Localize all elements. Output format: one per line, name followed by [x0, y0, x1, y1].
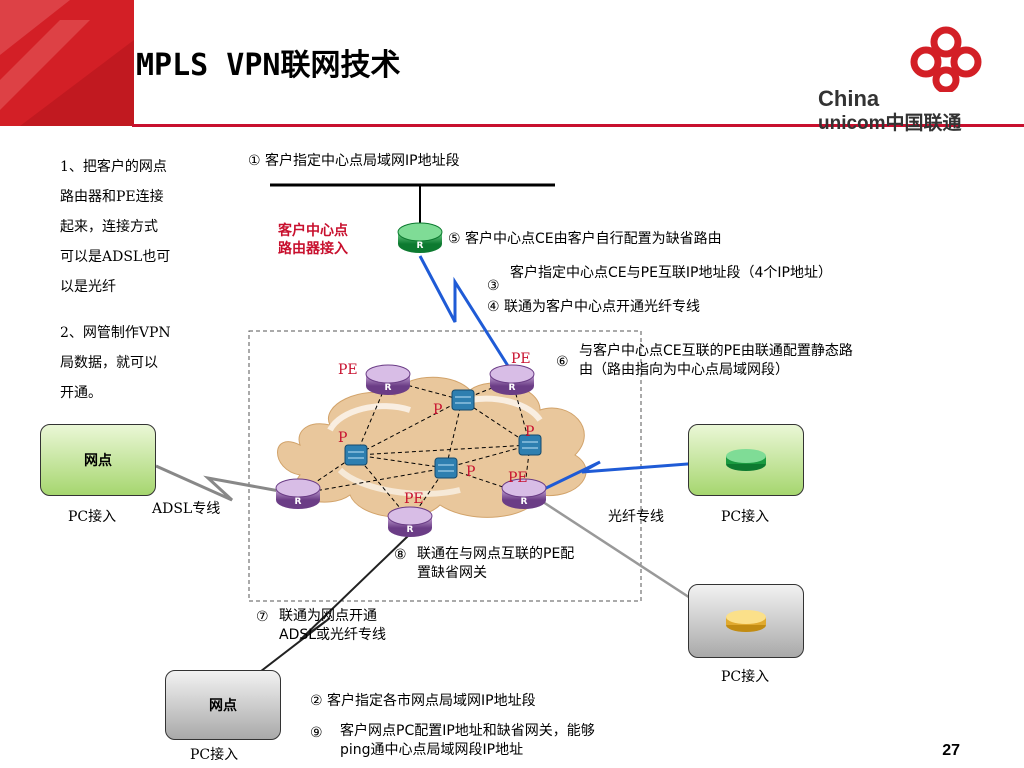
fiber-right-link — [541, 458, 741, 492]
router-icon — [726, 610, 766, 632]
p-router-icon — [434, 457, 458, 479]
site-right-top — [688, 424, 804, 496]
svg-text:R: R — [407, 525, 414, 535]
step-4: ④ 联通为客户中心点开通光纤专线 — [487, 299, 701, 315]
adsl-label: ADSL专线 — [152, 501, 221, 517]
note-line: 以是光纤 — [60, 279, 116, 295]
center-router-label-line: 路由器接入 — [278, 241, 348, 257]
center-ce-router-icon: R — [397, 222, 443, 253]
svg-text:R: R — [521, 497, 528, 507]
step-8: 联通在与网点互联的PE配置缺省网关 — [417, 546, 575, 581]
header-decoration — [0, 0, 134, 126]
step-7-mark: ⑦ — [256, 609, 269, 625]
note-line: 局数据，就可以 — [60, 355, 158, 371]
step-9-mark: ⑨ — [310, 725, 323, 741]
site-bottom: 网点 — [165, 670, 281, 740]
china-unicom-logo: China unicom中国联通 — [816, 22, 1016, 134]
site-bottom-label: 网点 — [209, 698, 237, 714]
p-label: P — [466, 464, 476, 480]
pe-router-icon: R — [387, 506, 433, 537]
p-router-icon — [451, 389, 475, 411]
router-icon — [726, 449, 766, 471]
pc-right-top-label: PC接入 — [721, 509, 770, 525]
p-label: P — [433, 402, 443, 418]
note-connection: 1、把客户的网点 路由器和PE连接 起来，连接方式 可以是ADSL也可 以是光纤 — [60, 152, 200, 302]
pc-left-label: PC接入 — [68, 509, 117, 525]
note-line: 起来，连接方式 — [60, 219, 158, 235]
svg-text:R: R — [417, 241, 424, 251]
pc-bottom-label: PC接入 — [190, 747, 239, 763]
header-rule — [132, 124, 1024, 127]
pe-router-icon: R — [275, 478, 321, 509]
step-9: 客户网点PC配置IP地址和缺省网关，能够ping通中心点局域网段IP地址 — [340, 723, 595, 758]
mpls-area — [248, 330, 642, 602]
logo-china: China — [818, 86, 880, 111]
note-line: 路由器和PE连接 — [60, 189, 164, 205]
pe-label: PE — [511, 351, 531, 367]
svg-text:R: R — [295, 497, 302, 507]
pe-router-icon: R — [365, 364, 411, 395]
page-title: MPLS VPN联网技术 — [136, 48, 401, 83]
step-3-mark: ③ — [487, 278, 500, 294]
step-6-mark: ⑥ — [556, 354, 569, 370]
pc-right-bottom-label: PC接入 — [721, 669, 770, 685]
p-label: P — [525, 424, 535, 440]
logo-unicom: unicom中国联通 — [818, 113, 962, 134]
center-router-label: 客户中心点 路由器接入 — [278, 222, 348, 258]
site-left: 网点 — [40, 424, 156, 496]
adsl-link — [155, 464, 297, 502]
p-label: P — [338, 430, 348, 446]
note-vpn: 2、网管制作VPN 局数据，就可以 开通。 — [60, 318, 200, 408]
step-2: ② 客户指定各市网点局域网IP地址段 — [310, 693, 536, 709]
unicom-knot-icon — [910, 26, 982, 92]
note-line: 可以是ADSL也可 — [60, 249, 171, 265]
step-3: 客户指定中心点CE与PE互联IP地址段（4个IP地址） — [510, 265, 832, 281]
step-6: 与客户中心点CE互联的PE由联通配置静态路由（路由指向为中心点局域网段） — [579, 343, 853, 378]
pe-router-icon: R — [489, 364, 535, 395]
step-8-mark: ⑧ — [394, 547, 407, 563]
center-fiber-link — [418, 255, 510, 367]
site-right-bottom — [688, 584, 804, 658]
step-7: 联通为网点开通ADSL或光纤专线 — [279, 608, 387, 643]
site-left-label: 网点 — [84, 453, 112, 469]
pe-label: PE — [338, 362, 358, 378]
pe-label: PE — [508, 470, 528, 486]
step-5: ⑤ 客户中心点CE由客户自行配置为缺省路由 — [448, 231, 722, 247]
svg-text:R: R — [509, 383, 516, 393]
bottom-left-link — [229, 535, 409, 696]
note-line: 开通。 — [60, 385, 102, 401]
pe-label: PE — [404, 491, 424, 507]
page-number: 27 — [942, 742, 960, 759]
note-line: 2、网管制作VPN — [60, 325, 171, 341]
p-router-icon — [344, 444, 368, 466]
step-1: ① 客户指定中心点局域网IP地址段 — [248, 153, 460, 169]
p-router-icon — [518, 434, 542, 456]
note-line: 1、把客户的网点 — [60, 159, 167, 175]
fiber-label: 光纤专线 — [608, 509, 664, 525]
center-router-label-line: 客户中心点 — [278, 223, 348, 239]
pe-router-icon: R — [501, 478, 547, 509]
svg-text:R: R — [385, 383, 392, 393]
